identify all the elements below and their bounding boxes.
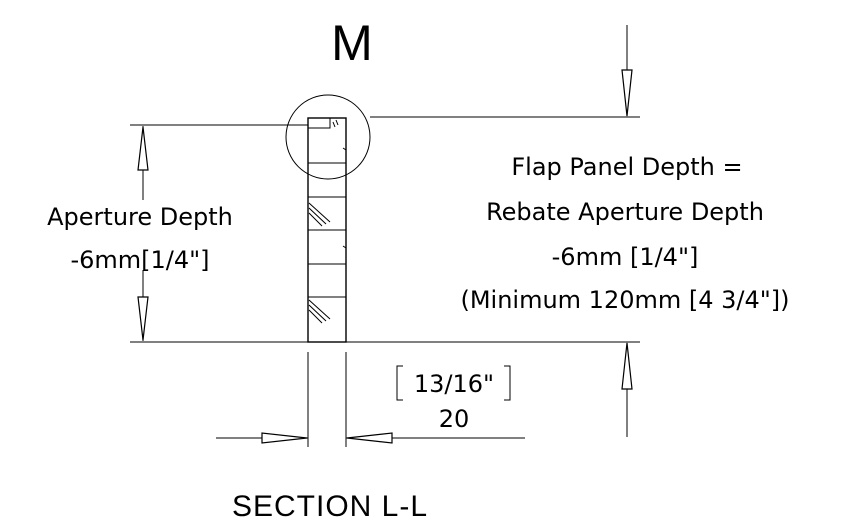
thickness-imperial: 13/16" bbox=[414, 370, 494, 398]
flap-label-line1: Flap Panel Depth = bbox=[511, 153, 742, 181]
rebate-notch bbox=[308, 118, 331, 129]
arrow-down-icon bbox=[137, 296, 149, 341]
arrow-up-icon bbox=[137, 126, 149, 171]
arrow-up-icon bbox=[621, 342, 633, 390]
arrow-left-icon bbox=[346, 432, 393, 444]
detail-circle bbox=[285, 94, 371, 180]
arrow-down-icon bbox=[621, 69, 633, 117]
flap-label-line3: -6mm [1/4"] bbox=[552, 243, 699, 271]
aperture-label-line1: Aperture Depth bbox=[47, 203, 233, 231]
flap-label-line2: Rebate Aperture Depth bbox=[486, 198, 764, 226]
thickness-metric: 20 bbox=[439, 405, 470, 433]
thickness-dimension bbox=[216, 365, 525, 444]
detail-marker-label: M bbox=[331, 15, 373, 71]
panel-hatching bbox=[308, 202, 331, 324]
aperture-label-line2: -6mm[1/4"] bbox=[70, 246, 209, 274]
flap-depth-dimension bbox=[346, 25, 640, 437]
section-title: SECTION L-L bbox=[232, 490, 428, 523]
flap-label-line4: (Minimum 120mm [4 3/4"]) bbox=[460, 286, 789, 314]
panel-section bbox=[307, 117, 347, 447]
arrow-right-icon bbox=[261, 432, 308, 444]
aperture-depth-dimension bbox=[130, 124, 308, 343]
bracket-right bbox=[504, 365, 511, 401]
bracket-left bbox=[396, 365, 403, 401]
